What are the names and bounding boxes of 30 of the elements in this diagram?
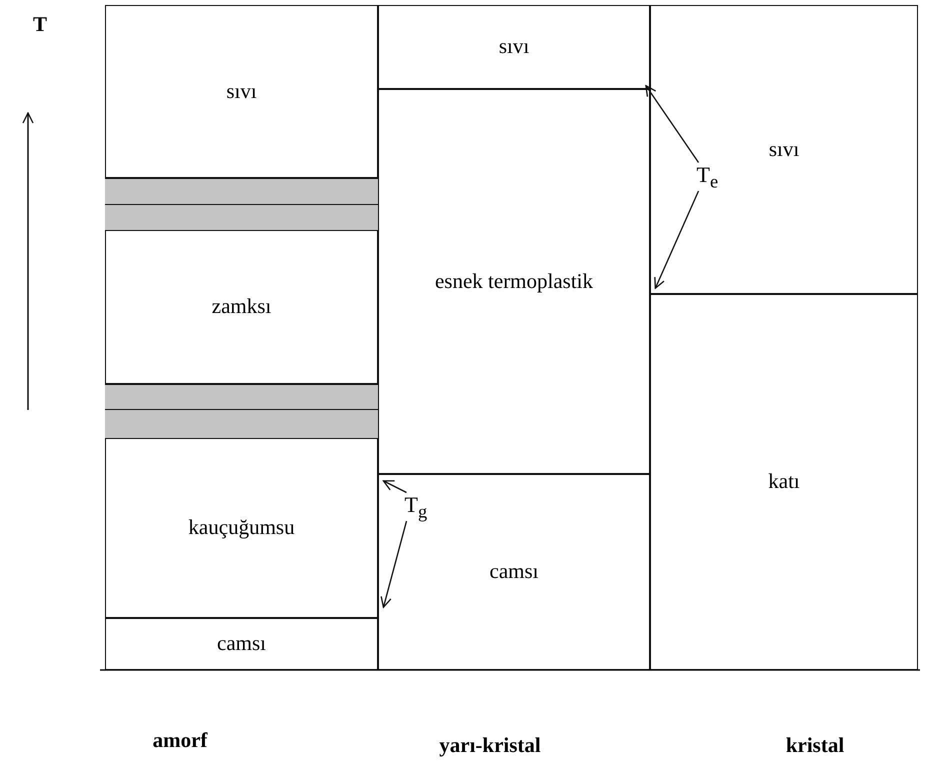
phase-label: camsı [490,559,538,585]
phase-region [105,618,378,670]
leader-arrow [382,480,407,494]
leader-arrow [645,85,700,163]
axis-label: T [33,12,47,37]
phase-region [650,5,918,294]
phase-label: esnek termoplastik [434,268,594,294]
phase-region [378,89,650,474]
transition-band [105,178,378,205]
column-label: amorf [152,728,208,753]
transition-band [105,204,378,231]
transition-band [105,409,378,439]
phase-region [378,474,650,670]
phase-region [650,294,918,670]
phase-label: sıvı [498,34,530,60]
column-label: kristal [786,733,844,758]
phase-label: sıvı [226,78,257,104]
phase-label: zamksı [212,294,272,320]
phase-label: sıvı [768,136,800,162]
phase-label: kauçuğumsu [188,515,295,541]
phase-label: camsı [217,631,266,657]
phase-label: katı [768,469,800,495]
phase-region [105,5,378,178]
temperature-label: T$_{g}$ [404,492,428,522]
phase-region [378,5,650,89]
leader-arrow [654,190,700,289]
transition-band [105,384,378,410]
leader-arrow [380,520,408,608]
column-label: yarı-kristal [439,733,541,758]
temperature-label: T$_{e}$ [696,162,718,192]
